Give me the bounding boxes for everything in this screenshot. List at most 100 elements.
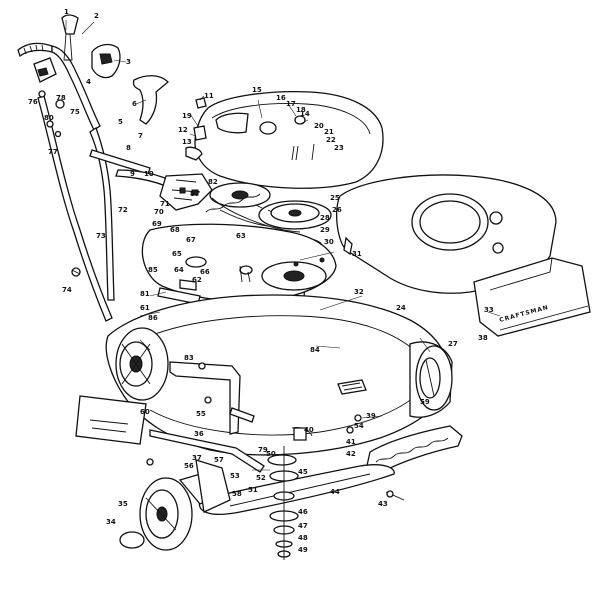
callout-19: 19 <box>182 112 192 120</box>
callout-30: 30 <box>324 238 334 246</box>
callout-51: 51 <box>248 486 258 494</box>
callout-65: 65 <box>172 250 182 258</box>
callout-69: 69 <box>152 220 162 228</box>
bolt-lower-right <box>385 490 405 501</box>
callout-76: 76 <box>28 98 38 106</box>
callout-2: 2 <box>94 12 99 20</box>
callout-44: 44 <box>330 488 340 496</box>
callout-38: 38 <box>478 334 488 342</box>
callout-36: 36 <box>194 430 204 438</box>
callout-73: 73 <box>96 232 106 240</box>
callout-56: 56 <box>184 462 194 470</box>
callout-12: 12 <box>178 126 188 134</box>
axle-rod <box>146 429 265 473</box>
callout-labels: 1 2 3 4 5 6 7 8 9 10 11 12 13 14 15 16 1… <box>28 8 494 554</box>
callout-6: 6 <box>132 100 137 108</box>
callout-7: 7 <box>138 132 143 140</box>
callout-62: 62 <box>192 276 202 284</box>
callout-23: 23 <box>334 144 344 152</box>
callout-22: 22 <box>326 136 336 144</box>
callout-41: 41 <box>346 438 356 446</box>
front-left-wheel <box>119 459 231 551</box>
callout-66: 66 <box>200 268 210 276</box>
callout-1: 1 <box>64 8 69 16</box>
callout-87: 87 <box>190 190 200 198</box>
blade-stack-hardware <box>267 446 299 560</box>
callout-35: 35 <box>118 500 128 508</box>
callout-28: 28 <box>320 214 330 222</box>
callout-64: 64 <box>174 266 184 274</box>
callout-75: 75 <box>70 108 80 116</box>
callout-37: 37 <box>192 454 202 462</box>
callout-86: 86 <box>148 314 158 322</box>
callout-70: 70 <box>154 208 164 216</box>
callout-5: 5 <box>118 118 123 126</box>
callout-55: 55 <box>196 410 206 418</box>
callout-21: 21 <box>324 128 334 136</box>
callout-43: 43 <box>378 500 388 508</box>
callout-27: 27 <box>448 340 458 348</box>
callout-48: 48 <box>298 534 308 542</box>
callout-31: 31 <box>352 250 362 258</box>
callout-26: 26 <box>332 206 342 214</box>
front-right-wheel <box>415 345 453 411</box>
callout-32: 32 <box>354 288 364 296</box>
callout-60: 60 <box>140 408 150 416</box>
callout-34: 34 <box>106 518 116 526</box>
callout-9: 9 <box>130 170 135 178</box>
callout-29: 29 <box>320 226 330 234</box>
callout-71: 71 <box>160 200 170 208</box>
callout-18: 18 <box>296 106 306 114</box>
callout-47: 47 <box>298 522 308 530</box>
callout-14: 14 <box>300 110 310 118</box>
callout-80: 80 <box>44 114 54 122</box>
callout-10: 10 <box>144 170 154 178</box>
callout-46: 46 <box>298 508 308 516</box>
callout-3: 3 <box>126 58 131 66</box>
callout-84: 84 <box>310 346 320 354</box>
callout-63: 63 <box>236 232 246 240</box>
callout-40: 40 <box>304 426 314 434</box>
engine-plate <box>141 223 337 305</box>
callout-17: 17 <box>286 100 296 108</box>
callout-81: 81 <box>140 290 150 298</box>
grass-bag: CRAFTSMAN <box>335 174 591 337</box>
callout-83: 83 <box>184 354 194 362</box>
callout-61: 61 <box>140 304 150 312</box>
callout-25: 25 <box>330 194 340 202</box>
engine-top-housing <box>185 91 384 189</box>
callout-49: 49 <box>298 546 308 554</box>
callout-74: 74 <box>62 286 72 294</box>
leader-lines <box>65 20 501 471</box>
callout-59: 59 <box>420 398 430 406</box>
callout-24: 24 <box>396 304 406 312</box>
callout-52: 52 <box>256 474 266 482</box>
callout-85: 85 <box>148 266 158 274</box>
callout-15: 15 <box>252 86 262 94</box>
callout-13: 13 <box>182 138 192 146</box>
callout-68: 68 <box>170 226 180 234</box>
callout-45: 45 <box>298 468 308 476</box>
callout-82: 82 <box>208 178 218 186</box>
callout-20: 20 <box>314 122 324 130</box>
callout-50: 50 <box>266 450 276 458</box>
callout-58: 58 <box>232 490 242 498</box>
callout-4: 4 <box>86 78 91 86</box>
left-side-plate <box>75 395 147 445</box>
callout-72: 72 <box>118 206 128 214</box>
callout-54: 54 <box>354 422 364 430</box>
callout-53: 53 <box>230 472 240 480</box>
callout-77: 77 <box>48 148 58 156</box>
callout-8: 8 <box>126 144 131 152</box>
callout-42: 42 <box>346 450 356 458</box>
callout-79: 79 <box>258 446 268 454</box>
rear-left-wheel <box>115 327 169 401</box>
callout-39: 39 <box>366 412 376 420</box>
callout-67: 67 <box>186 236 196 244</box>
callout-57: 57 <box>214 456 224 464</box>
callout-16: 16 <box>276 94 286 102</box>
callout-11: 11 <box>204 92 214 100</box>
callout-33: 33 <box>484 306 494 314</box>
callout-78: 78 <box>56 94 66 102</box>
